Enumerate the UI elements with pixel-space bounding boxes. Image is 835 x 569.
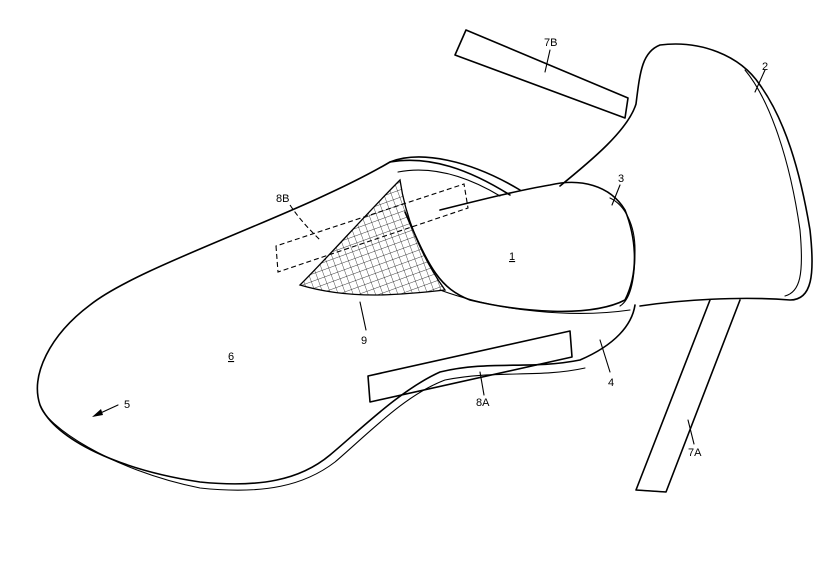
heel-upper-inner [744,69,802,297]
pad-8b [275,183,469,273]
leader-9 [359,301,367,331]
heel-cup-3 [609,197,636,307]
topline [389,159,511,196]
sole-edge-6 [39,367,586,491]
leader-8b [289,204,321,241]
insole-1 [404,181,636,313]
mesh-9 [298,178,447,296]
leader-7b [544,49,551,73]
label-9: 9 [361,335,367,347]
label-7b: 7B [544,37,557,49]
heel-tip [635,489,667,493]
label-8b: 8B [276,193,289,205]
sole-outline-6 [36,156,636,485]
label-2: 2 [762,61,768,73]
pad-8a [367,330,573,403]
leader-4 [599,339,611,373]
arrow-5-head [92,409,103,417]
topline-inner [397,169,501,197]
rear-strap-7b [454,29,629,119]
leader-3 [611,184,621,206]
leader-2 [754,69,766,93]
leader-8a [479,371,485,396]
label-8a: 8A [476,397,490,409]
label-3: 3 [618,173,624,185]
label-5: 5 [124,399,130,411]
label-7a: 7A [688,447,702,459]
heel-stiletto-7a [635,299,741,493]
heel-upper-2 [559,43,813,307]
label-6: 6 [228,351,234,363]
label-1: 1 [509,251,515,263]
insole-edge-4 [439,289,631,314]
label-4: 4 [608,377,614,389]
leader-7a [687,419,695,445]
